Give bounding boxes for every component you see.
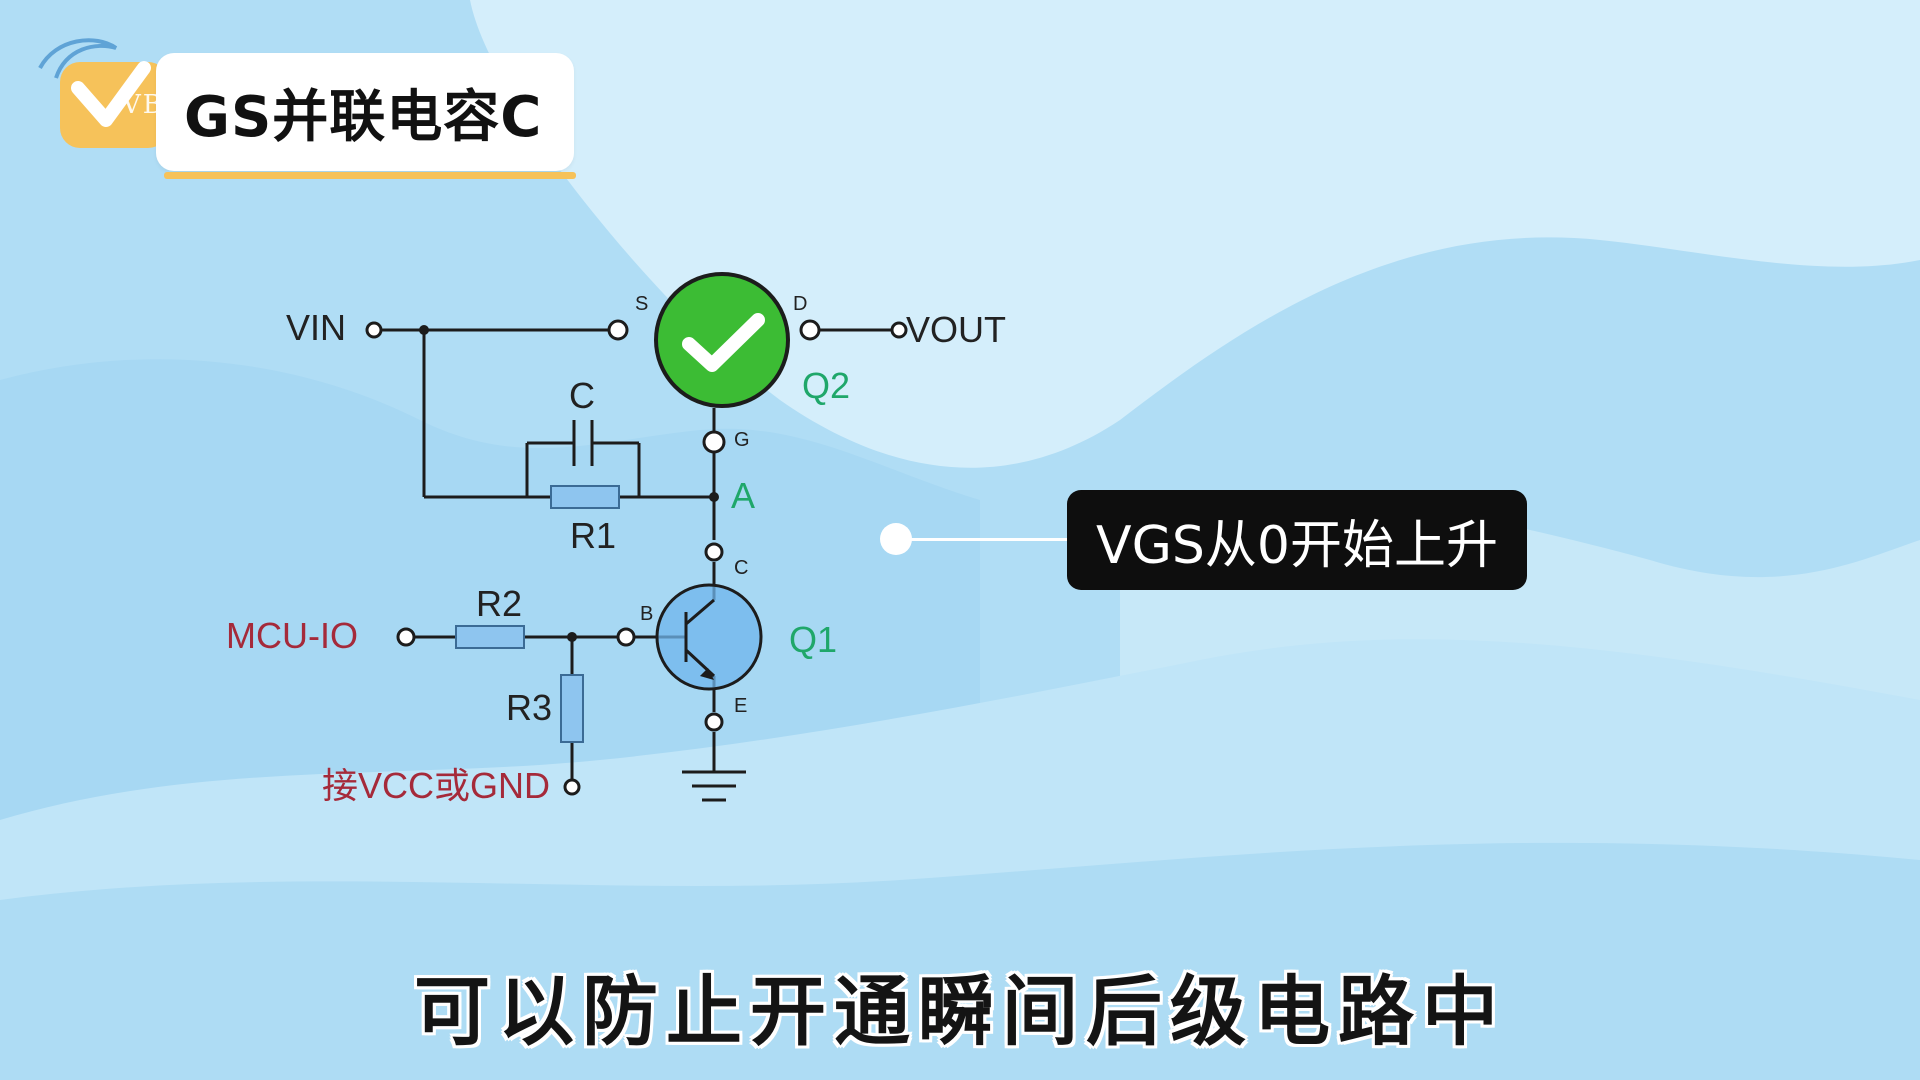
resistor-r1 — [550, 485, 620, 509]
terminal-vout — [890, 321, 908, 339]
terminal-vin — [365, 321, 383, 339]
q1-bjt — [655, 583, 763, 691]
page-title: GS并联电容C — [184, 84, 543, 150]
label-q1: Q1 — [789, 619, 837, 660]
label-r1: R1 — [570, 515, 616, 556]
terminal-vcc-gnd — [563, 778, 581, 796]
terminal-q2-drain — [799, 319, 821, 341]
terminal-q1-collector — [704, 542, 724, 562]
title-card: GS并联电容C — [156, 53, 574, 171]
terminal-q2-source — [607, 319, 629, 341]
label-pin-b: B — [640, 603, 653, 625]
label-q2: Q2 — [802, 365, 850, 406]
title-underline — [164, 172, 576, 179]
label-pin-g: G — [734, 429, 750, 451]
label-pin-e: E — [734, 695, 747, 717]
callout-text: VGS从0开始上升 — [1096, 515, 1498, 576]
q2-mosfet — [654, 272, 790, 408]
label-pin-c: C — [734, 557, 748, 579]
label-pin-d: D — [793, 293, 807, 315]
label-mcu-io: MCU-IO — [226, 615, 358, 656]
callout-dot — [880, 523, 912, 555]
terminal-q1-emitter — [704, 712, 724, 732]
junction-vin — [419, 325, 429, 335]
junction-a — [709, 492, 719, 502]
label-pin-s: S — [635, 293, 648, 315]
subtitle-caption: 可以防止开通瞬间后级电路中 — [414, 967, 1506, 1056]
terminal-mcu — [396, 627, 416, 647]
label-r2: R2 — [476, 583, 522, 624]
terminal-q1-base — [616, 627, 636, 647]
callout-box: VGS从0开始上升 — [1067, 490, 1527, 590]
callout-line — [908, 538, 1068, 541]
q1-collector-front — [685, 598, 715, 626]
label-vout: VOUT — [906, 309, 1006, 350]
label-cap: C — [569, 375, 595, 416]
terminal-q2-gate — [702, 430, 726, 454]
label-vin: VIN — [286, 307, 346, 348]
label-vcc-gnd: 接VCC或GND — [322, 765, 550, 806]
label-node-a: A — [731, 475, 755, 516]
vbsemi-logo-mark — [38, 38, 168, 148]
q1-arrow-front — [700, 668, 714, 680]
junction-r2r3 — [567, 632, 577, 642]
resistor-r2 — [455, 625, 525, 649]
label-r3: R3 — [506, 687, 552, 728]
resistor-r3 — [560, 674, 584, 743]
q2-check-icon — [682, 313, 765, 372]
